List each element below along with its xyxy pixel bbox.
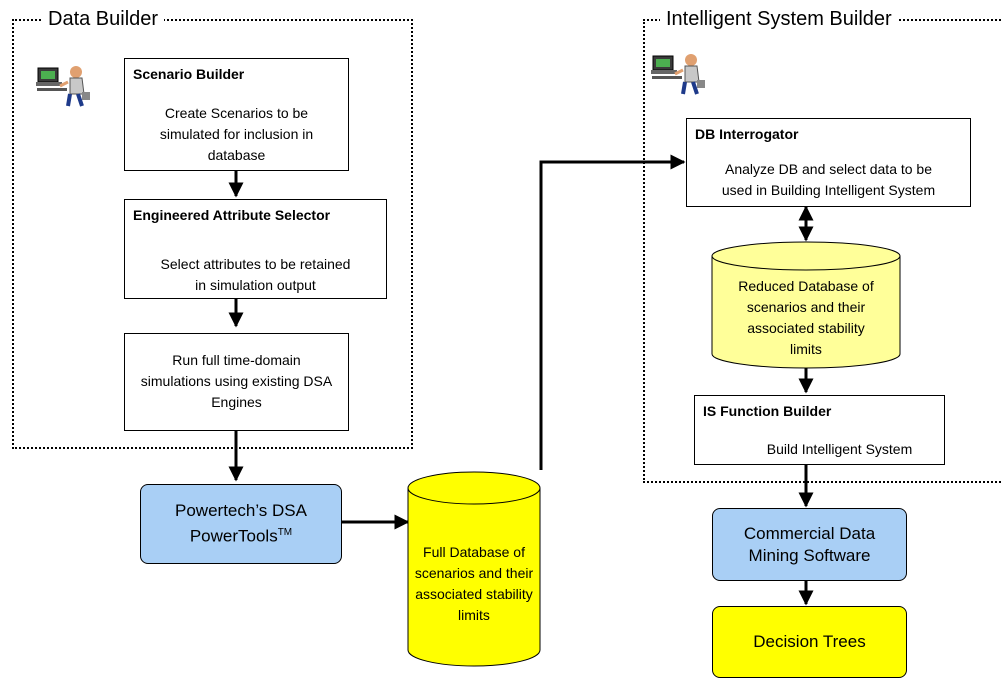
reduced-database-line: limits: [790, 341, 822, 357]
db-interrogator-body: Analyze DB and select data to be used in…: [687, 159, 970, 201]
run-simulations-line: Run full time-domain: [172, 352, 301, 368]
powertools-line1: Powertech’s DSA: [175, 501, 307, 521]
db-interrogator-title: DB Interrogator: [695, 126, 799, 142]
is-function-builder-body: Build Intelligent System: [766, 441, 913, 457]
scenario-builder-title: Scenario Builder: [133, 66, 245, 82]
full-database-text: Full Database of scenarios and their ass…: [408, 542, 540, 626]
attribute-selector-line: Select attributes to be retained: [160, 256, 351, 272]
intelligent-system-builder-title: Intelligent System Builder: [660, 7, 898, 31]
full-database-line: Full Database of: [423, 544, 525, 560]
full-database-line: associated stability: [415, 586, 533, 602]
is-function-builder-title: IS Function Builder: [703, 403, 832, 419]
data-builder-title: Data Builder: [42, 7, 165, 31]
full-database-line: scenarios and their: [414, 565, 534, 581]
scenario-builder-line: database: [207, 147, 266, 163]
full-database-line: limits: [458, 607, 490, 623]
scenario-builder-box: Scenario Builder Create Scenarios to be …: [124, 58, 349, 171]
reduced-database-line: scenarios and their: [746, 299, 866, 315]
decision-trees-box: Decision Trees: [712, 606, 907, 678]
run-simulations-box: Run full time-domain simulations using e…: [124, 333, 349, 431]
arrow-database-to-interrogator: [539, 154, 686, 470]
db-interrogator-line: Analyze DB and select data to be: [724, 161, 933, 177]
powertools-line2: PowerToolsTM: [189, 526, 293, 546]
reduced-database-text: Reduced Database of scenarios and their …: [712, 276, 900, 360]
computer-operator-icon: [36, 66, 90, 107]
decision-trees-label: Decision Trees: [753, 632, 866, 651]
reduced-database-cylinder: [711, 241, 901, 369]
scenario-builder-body: Create Scenarios to be simulated for inc…: [125, 103, 348, 166]
attribute-selector-box: Engineered Attribute Selector Select att…: [124, 199, 387, 299]
is-function-builder-box: IS Function Builder Build Intelligent Sy…: [694, 395, 945, 465]
commercial-software-line1: Commercial Data: [743, 523, 876, 543]
attribute-selector-title: Engineered Attribute Selector: [133, 207, 331, 223]
db-interrogator-box: DB Interrogator Analyze DB and select da…: [686, 118, 971, 207]
attribute-selector-line: in simulation output: [195, 277, 316, 293]
run-simulations-line: Engines: [211, 394, 262, 410]
powertools-box: Powertech’s DSA PowerToolsTM: [140, 484, 342, 564]
commercial-software-line2: Mining Software: [748, 545, 871, 565]
scenario-builder-line: simulated for inclusion in: [159, 126, 314, 142]
run-simulations-line: simulations using existing DSA: [140, 373, 333, 389]
powertools-trademark: TM: [277, 527, 293, 539]
data-builder-frame: [12, 19, 413, 449]
attribute-selector-body: Select attributes to be retained in simu…: [125, 254, 386, 296]
computer-operator-icon: [651, 54, 705, 95]
full-database-cylinder: [407, 471, 541, 667]
reduced-database-line: associated stability: [747, 320, 865, 336]
scenario-builder-line: Create Scenarios to be: [164, 105, 309, 121]
reduced-database-line: Reduced Database of: [738, 278, 874, 294]
db-interrogator-line: used in Building Intelligent System: [721, 182, 936, 198]
run-simulations-body: Run full time-domain simulations using e…: [125, 350, 348, 413]
commercial-software-box: Commercial Data Mining Software: [712, 508, 907, 581]
